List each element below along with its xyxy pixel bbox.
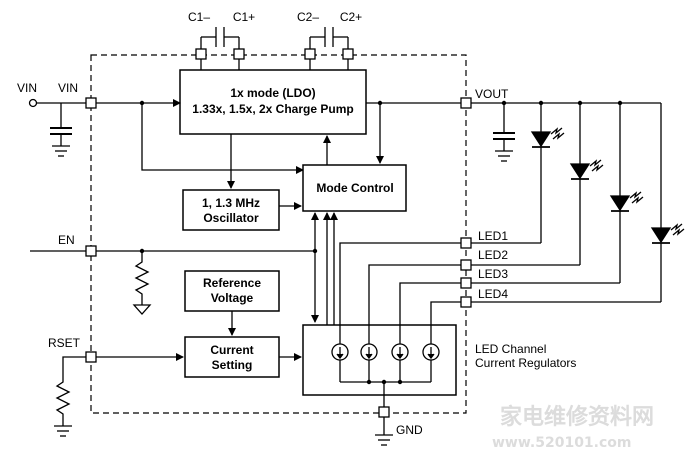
label-led1: LED1 bbox=[478, 229, 508, 243]
vin-terminal bbox=[28, 98, 38, 108]
label-led2: LED2 bbox=[478, 248, 508, 262]
led2-diode bbox=[471, 103, 604, 266]
pump-line1: 1x mode (LDO) bbox=[230, 86, 315, 100]
pin-led2 bbox=[460, 259, 472, 271]
label-vin-pin: VIN bbox=[58, 81, 78, 95]
rset-resistor bbox=[55, 356, 86, 426]
pin-vout bbox=[460, 97, 472, 109]
label-vin-in: VIN bbox=[17, 81, 37, 95]
label-c2p: C2+ bbox=[340, 10, 362, 24]
osc-line1: 1, 1.3 MHz bbox=[202, 196, 260, 210]
led3-diode bbox=[471, 103, 644, 284]
label-c1p: C1+ bbox=[233, 10, 255, 24]
pin-gnd bbox=[378, 406, 390, 418]
label-en: EN bbox=[58, 233, 75, 247]
pin-rset bbox=[85, 351, 97, 363]
current-setting-block bbox=[184, 336, 280, 378]
vin-capacitor bbox=[50, 103, 72, 157]
current-source-3 bbox=[391, 282, 461, 382]
mode-control-label: Mode Control bbox=[316, 181, 393, 195]
label-c2m: C2– bbox=[297, 10, 319, 24]
watermark-url: www.520101.com bbox=[492, 435, 632, 451]
mode-control-block bbox=[302, 164, 407, 212]
pump-line2: 1.33x, 1.5x, 2x Charge Pump bbox=[192, 102, 353, 116]
capacitor-c2 bbox=[309, 27, 349, 70]
current-source-4 bbox=[422, 301, 461, 382]
label-led4: LED4 bbox=[478, 287, 508, 301]
current-source-2 bbox=[360, 264, 461, 382]
led4-diode bbox=[471, 103, 685, 303]
osc-line2: Oscillator bbox=[203, 211, 259, 225]
current-source-1 bbox=[331, 242, 461, 382]
pin-led4 bbox=[460, 296, 472, 308]
pin-c1p bbox=[233, 48, 245, 60]
capacitor-c1 bbox=[200, 27, 240, 70]
cur-line2: Setting bbox=[212, 358, 253, 372]
label-rset: RSET bbox=[48, 336, 81, 350]
chip-boundary bbox=[90, 54, 467, 414]
reg-label-line2: Current Regulators bbox=[475, 356, 576, 370]
label-gnd: GND bbox=[396, 423, 423, 437]
cur-line1: Current bbox=[210, 343, 253, 357]
en-pulldown-resistor bbox=[134, 251, 150, 305]
charge-pump-block bbox=[179, 69, 367, 135]
ref-line1: Reference bbox=[203, 276, 261, 290]
pin-vin bbox=[85, 97, 97, 109]
vout-capacitor bbox=[493, 103, 515, 162]
led1-diode bbox=[471, 103, 565, 244]
label-led3: LED3 bbox=[478, 267, 508, 281]
pin-c1m bbox=[195, 48, 207, 60]
reg-label-line1: LED Channel bbox=[475, 342, 546, 356]
pin-led1 bbox=[460, 237, 472, 249]
oscillator-block bbox=[182, 189, 280, 231]
pin-c2m bbox=[304, 48, 316, 60]
label-c1m: C1– bbox=[188, 10, 210, 24]
pin-en bbox=[85, 245, 97, 257]
ref-line2: Voltage bbox=[211, 291, 254, 305]
watermark-cn: 家电维修资料网 bbox=[500, 404, 654, 430]
pin-led3 bbox=[460, 277, 472, 289]
pin-c2p bbox=[342, 48, 354, 60]
label-vout: VOUT bbox=[475, 87, 509, 101]
